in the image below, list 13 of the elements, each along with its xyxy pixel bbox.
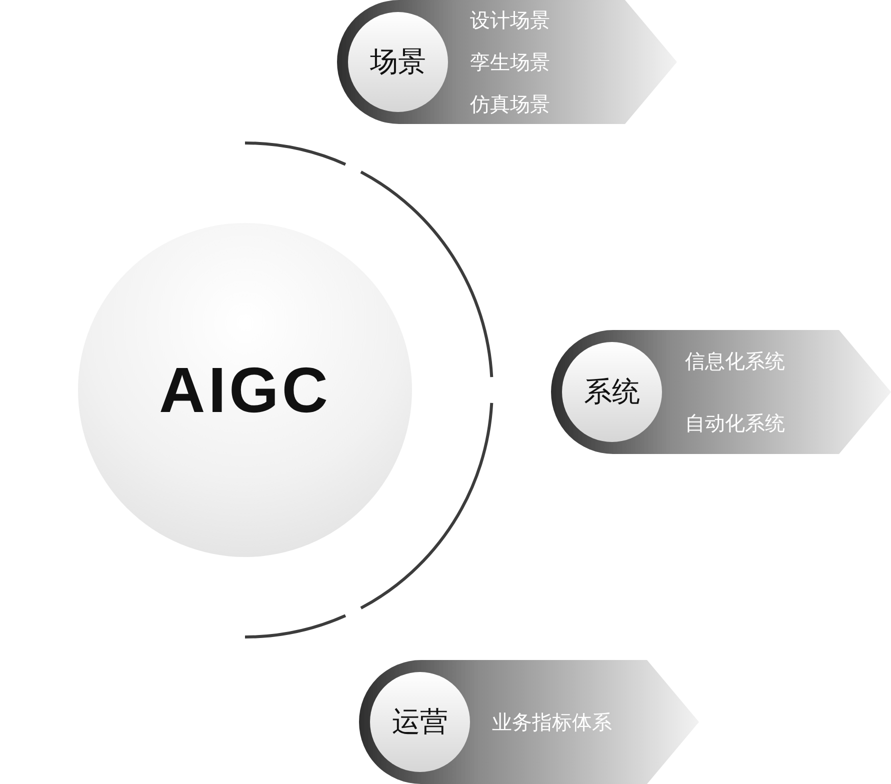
item-text: 自动化系统 (685, 411, 785, 435)
category-label: 场景 (370, 44, 426, 80)
arrow-tag (551, 330, 891, 454)
category-label: 运营 (392, 704, 448, 740)
arrow-tag (359, 660, 699, 784)
item-text: 设计场景 (470, 8, 550, 32)
arrow-tag (337, 0, 677, 124)
item-text: 仿真场景 (470, 92, 550, 116)
item-text: 孪生场景 (470, 50, 550, 74)
item-text: 信息化系统 (685, 349, 785, 373)
category-label: 系统 (584, 374, 640, 410)
hub-label: AIGC (159, 353, 331, 427)
item-text: 业务指标体系 (492, 710, 612, 734)
